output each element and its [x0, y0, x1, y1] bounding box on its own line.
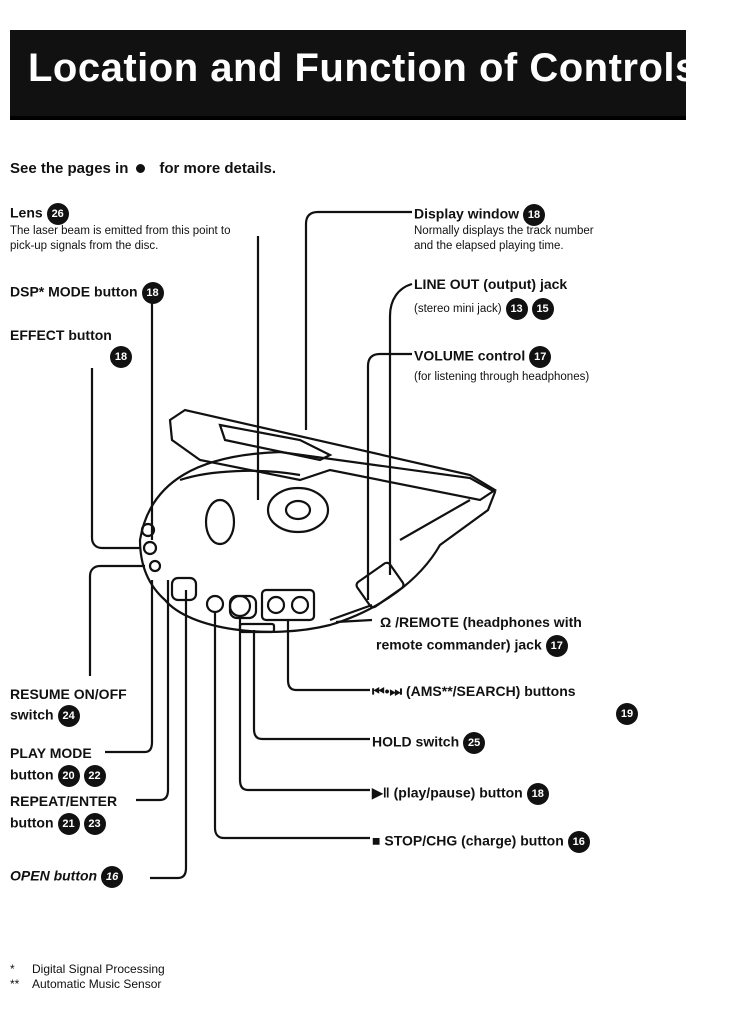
display-desc-1: Normally displays the track number — [414, 225, 594, 237]
ref-badge: 24 — [57, 705, 80, 727]
ref-badge: 18 — [523, 204, 546, 226]
ref-badge: 23 — [83, 813, 106, 835]
intro-before: See the pages in — [10, 160, 129, 177]
ref-badge: 18 — [526, 783, 549, 805]
lens-window — [204, 498, 236, 546]
leader-play — [238, 616, 370, 792]
play-pause-icon: ▶‖ — [372, 784, 390, 801]
ref-badge: 16 — [101, 866, 124, 888]
label-resume-1: RESUME ON/OFF — [10, 686, 127, 702]
open-button-shape — [170, 576, 198, 602]
ref-badge: 16 — [567, 831, 590, 853]
ref-badge: 18 — [141, 282, 164, 304]
stop-button-shape — [205, 594, 225, 614]
label-playmode-1: PLAY MODE — [10, 745, 92, 761]
leader-hold — [252, 630, 370, 741]
ref-badge: 20 — [57, 765, 80, 787]
leader-ams — [286, 620, 370, 692]
ref-badge: 18 — [110, 346, 132, 368]
ref-badge: 19 — [616, 703, 638, 725]
ams-buttons-shape — [260, 588, 316, 622]
label-repeat-1: REPEAT/ENTER — [10, 793, 118, 809]
label-remote-1: Ω /REMOTE (headphones with — [380, 614, 582, 630]
leader-open — [150, 590, 188, 880]
page-title: Location and Function of Controls — [28, 46, 698, 90]
label-ams-ref: 19 — [612, 703, 638, 725]
display-desc-2: and the elapsed playing time. — [414, 240, 564, 252]
title-banner: Location and Function of Controls — [10, 30, 697, 120]
ref-badge: 17 — [529, 346, 552, 368]
leader-effect — [90, 368, 140, 550]
ref-badge: 15 — [531, 298, 554, 320]
leader-stop — [213, 612, 370, 840]
ref-badge: 13 — [505, 298, 528, 320]
stop-icon: ■ — [372, 832, 381, 849]
leader-remote — [335, 618, 373, 624]
spindle — [266, 486, 330, 534]
device-lid — [168, 408, 498, 502]
leader-resume — [88, 564, 145, 676]
ref-badge: 21 — [57, 813, 80, 835]
ref-badge: 22 — [83, 765, 106, 787]
leader-display — [304, 210, 412, 430]
lens-desc-1: The laser beam is emitted from this poin… — [10, 225, 231, 237]
footnote-2: **Automatic Music Sensor — [10, 977, 162, 991]
bullet-icon — [136, 164, 146, 174]
label-effect: EFFECT button — [10, 327, 112, 343]
footnote-1: *Digital Signal Processing — [10, 962, 165, 976]
prev-next-icon: ⏮•⏭ — [372, 683, 403, 699]
ref-badge: 26 — [46, 203, 69, 225]
leader-repeat — [136, 580, 170, 802]
label-ams-search: ⏮•⏭ (AMS**/SEARCH) buttons — [372, 683, 576, 699]
intro-text: See the pages in for more details. — [10, 160, 276, 177]
leader-volume — [366, 352, 412, 600]
leader-lineout — [388, 282, 413, 575]
volume-desc: (for listening through headphones) — [414, 371, 590, 383]
label-line-out: LINE OUT (output) jack — [414, 276, 568, 292]
label-effect-ref: 18 — [106, 346, 132, 368]
ref-badge: 17 — [545, 635, 568, 657]
ref-badge: 25 — [463, 732, 486, 754]
intro-after: for more details. — [159, 160, 277, 177]
headphones-icon: Ω — [380, 614, 392, 630]
leader-playmode — [105, 580, 154, 754]
lens-desc-2: pick-up signals from the disc. — [10, 240, 159, 252]
device-body — [138, 450, 497, 633]
